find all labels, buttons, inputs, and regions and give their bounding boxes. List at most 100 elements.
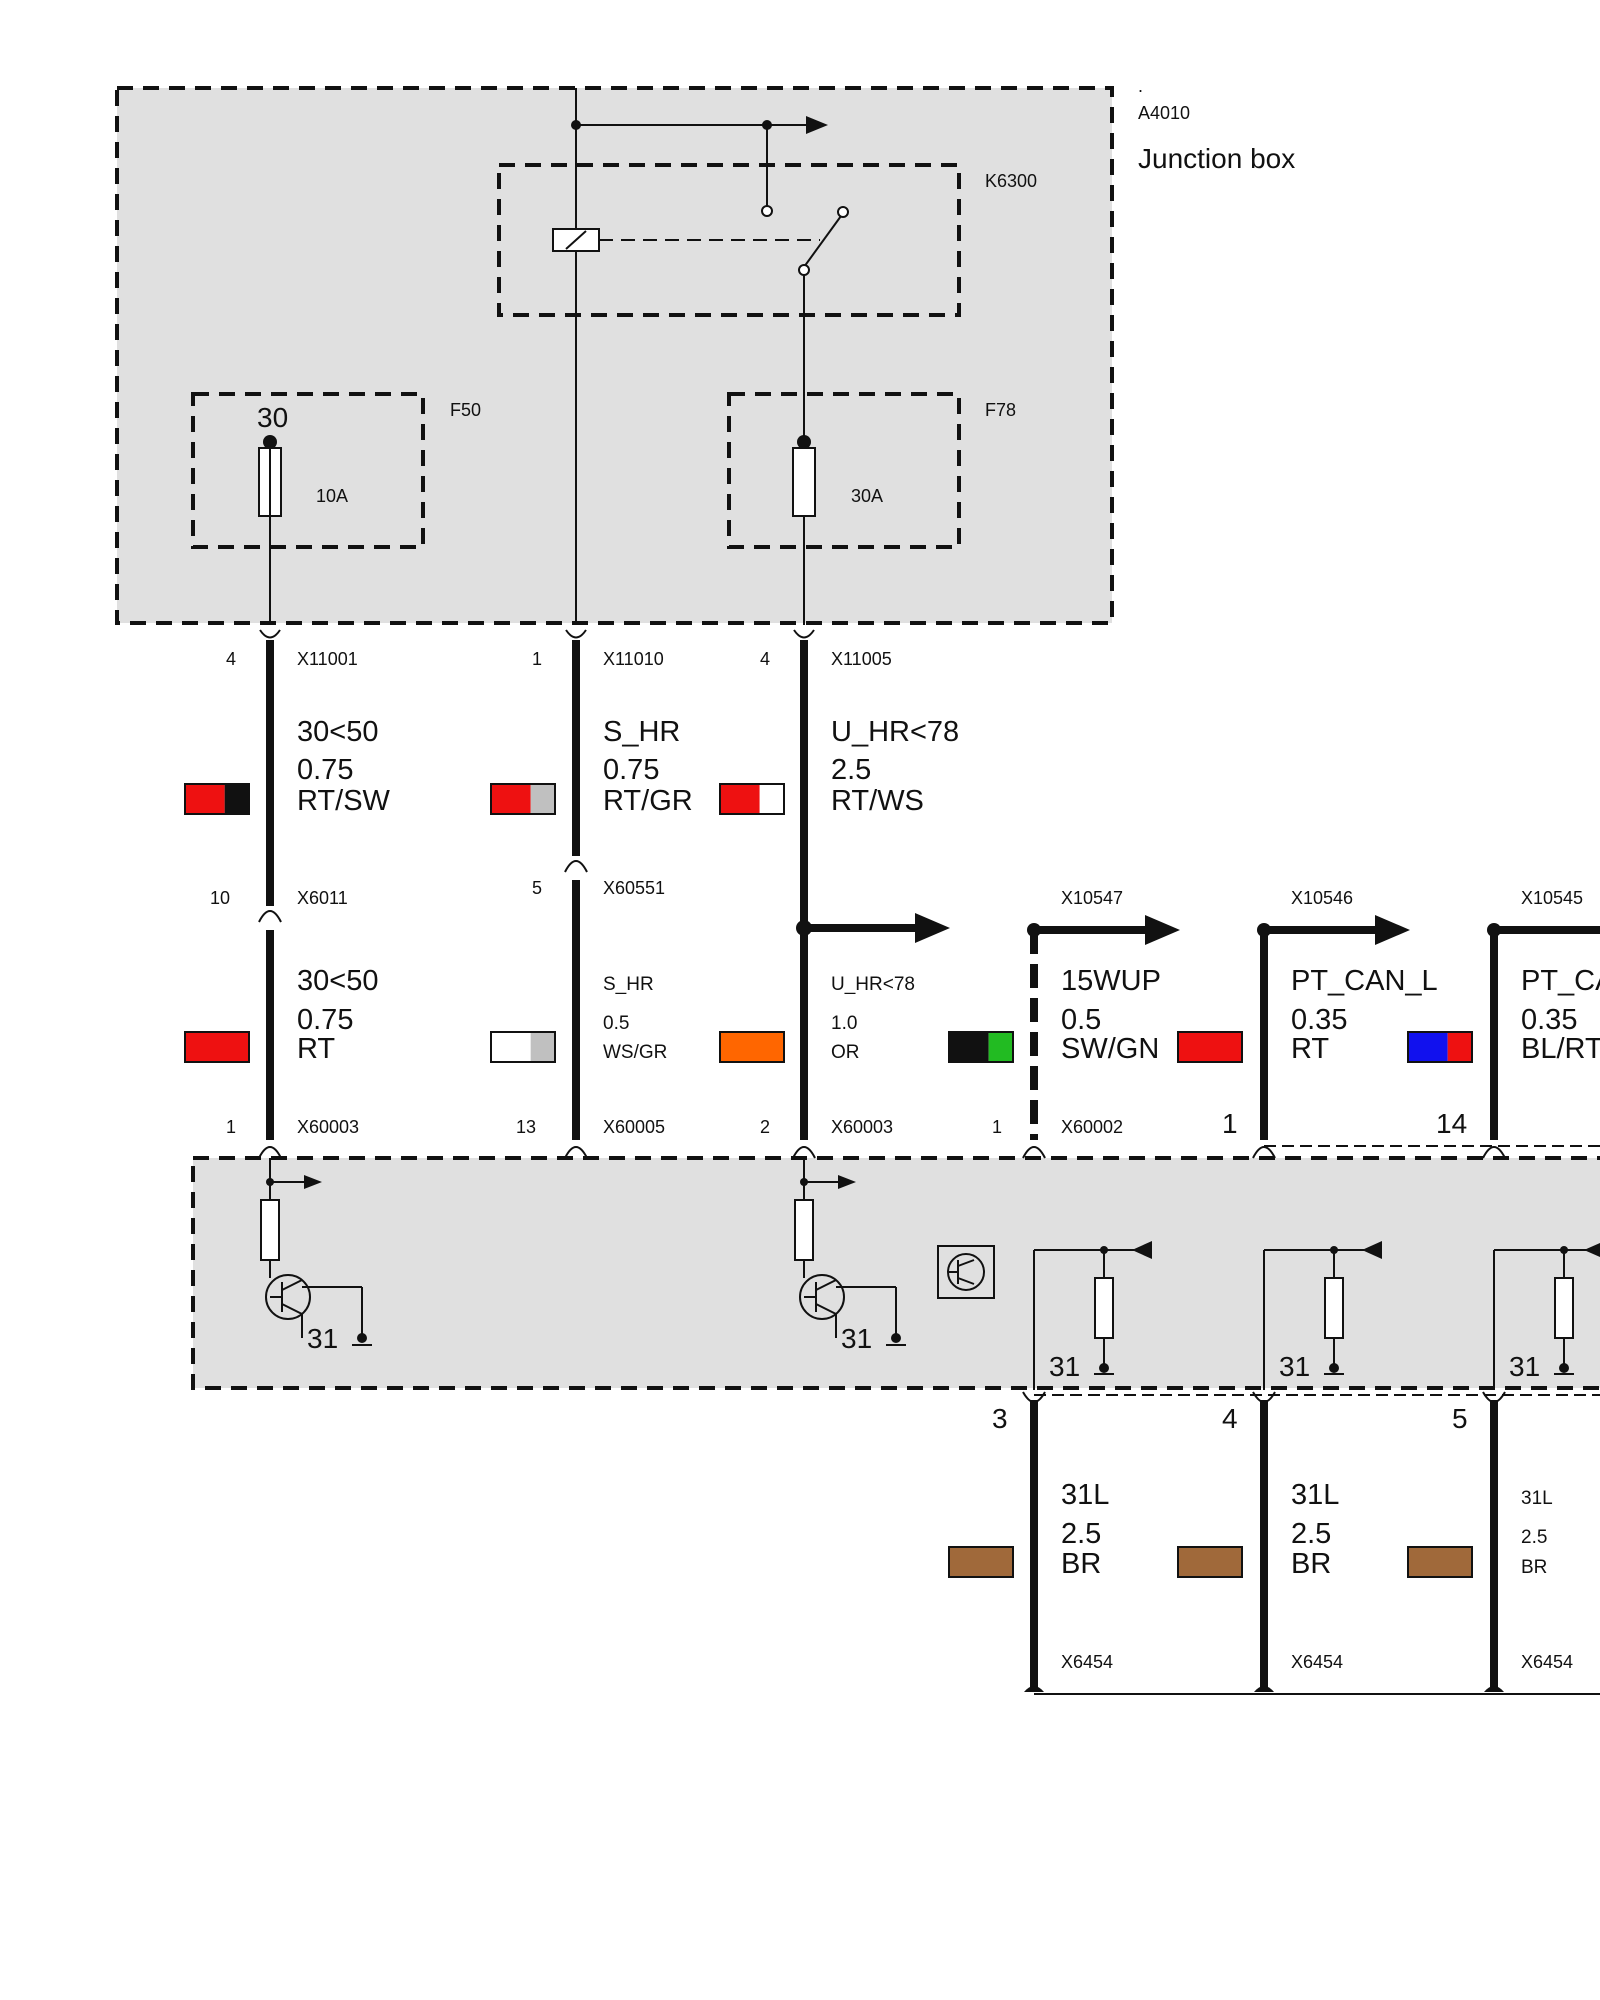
svg-text:2.5: 2.5: [1061, 1518, 1101, 1550]
lower-wire-2: 4 31L 2.5 BR X6454: [1177, 1403, 1343, 1672]
connector-icon: [565, 629, 587, 639]
arrow-right-icon: [1375, 915, 1410, 945]
svg-text:1: 1: [226, 1117, 236, 1137]
svg-text:RT: RT: [1291, 1033, 1329, 1065]
ground-icon: [891, 1333, 901, 1343]
swatch-outline: [490, 1031, 556, 1063]
svg-text:0.35: 0.35: [1291, 1004, 1347, 1036]
fuse-terminal-dot: [797, 435, 811, 449]
swatch-outline: [948, 1546, 1014, 1578]
can-transceiver-icon: [937, 1245, 995, 1299]
transistor-icon: [265, 1274, 311, 1320]
svg-text:31: 31: [1049, 1351, 1080, 1382]
junction-box-id: A4010: [1138, 103, 1190, 123]
swatch-segment: [988, 1032, 1013, 1062]
connector-icon: [564, 1146, 588, 1159]
swatch-outline: [1177, 1031, 1243, 1063]
bus-input-2: 31: [1263, 1241, 1382, 1390]
swatch-outline: [719, 1031, 785, 1063]
color-swatch: [1177, 1031, 1243, 1063]
svg-text:31: 31: [1279, 1351, 1310, 1382]
swatch-segment: [185, 784, 225, 814]
fuse-f50-rating: 10A: [316, 486, 348, 506]
svg-text:U_HR<78: U_HR<78: [831, 974, 915, 995]
svg-text:1: 1: [992, 1117, 1002, 1137]
svg-text:X10545: X10545: [1521, 888, 1583, 908]
svg-text:S_HR: S_HR: [603, 974, 654, 995]
svg-text:RT/GR: RT/GR: [603, 785, 693, 817]
swatch-outline: [1407, 1546, 1473, 1578]
svg-text:31: 31: [841, 1323, 872, 1354]
fuse-f50-id: F50: [450, 400, 481, 420]
relay-id: K6300: [985, 171, 1037, 191]
svg-text:X11001: X11001: [297, 649, 358, 669]
swatch-outline: [490, 783, 556, 815]
switch-contact-icon: [837, 206, 849, 218]
svg-text:SW/GN: SW/GN: [1061, 1033, 1159, 1065]
svg-text:X60003: X60003: [831, 1117, 893, 1137]
svg-text:4: 4: [760, 649, 770, 669]
svg-text:0.75: 0.75: [603, 754, 659, 786]
svg-text:0.75: 0.75: [297, 754, 353, 786]
svg-text:31L: 31L: [1291, 1479, 1339, 1511]
fuse-icon: [792, 447, 816, 517]
svg-text:2.5: 2.5: [1291, 1518, 1331, 1550]
control-module: [191, 1156, 1600, 1390]
connector-icon: [792, 1146, 816, 1159]
swatch-outline: [184, 1031, 250, 1063]
mid-pin: 5: [532, 878, 542, 898]
relay-contact-icon: [761, 205, 773, 217]
fuse-f50-box: [191, 392, 425, 549]
color-swatch: [948, 1031, 1014, 1063]
svg-text:0.5: 0.5: [1061, 1004, 1101, 1036]
swatch-segment: [491, 784, 531, 814]
swatch-segment: [949, 1032, 989, 1062]
mid-pin: 10: [210, 888, 230, 908]
svg-text:OR: OR: [831, 1042, 860, 1063]
svg-text:PT_CAN_L: PT_CAN_L: [1291, 965, 1438, 997]
transistor-icon: [799, 1274, 845, 1320]
bus-input-3: 31: [1493, 1243, 1600, 1390]
svg-text:BR: BR: [1521, 1557, 1547, 1578]
swatch-outline: [1177, 1546, 1243, 1578]
connector-icon: [259, 629, 281, 639]
lower-wire-1: 3 31L 2.5 BR X6454: [948, 1403, 1113, 1672]
arrow-right-icon: [304, 1175, 322, 1189]
switch-blade-icon: [803, 215, 842, 268]
swatch-outline: [184, 783, 250, 815]
swatch-segment: [491, 1032, 531, 1062]
svg-text:X11010: X11010: [603, 649, 664, 669]
mid-wire-4: X10547 15WUP 0.5 SW/GN: [948, 888, 1161, 1065]
color-swatch: [1177, 1546, 1243, 1578]
swatch-segment: [720, 1032, 784, 1062]
svg-text:2.5: 2.5: [1521, 1527, 1547, 1548]
svg-text:0.75: 0.75: [297, 1004, 353, 1036]
svg-text:X11005: X11005: [831, 649, 892, 669]
svg-text:RT/WS: RT/WS: [831, 785, 924, 817]
connector-icon: [258, 910, 282, 923]
fuse-f50-terminal: 30: [257, 402, 288, 433]
ground-icon: [1099, 1363, 1109, 1373]
arrow-left-icon: [1584, 1243, 1600, 1257]
fuse-f78-box: [727, 392, 961, 549]
svg-text:WS/GR: WS/GR: [603, 1042, 667, 1063]
svg-text:31L: 31L: [1061, 1479, 1109, 1511]
swatch-segment: [759, 784, 784, 814]
upper-wire-1: 4 X11001 30<50 0.75 RT/SW: [184, 649, 391, 817]
svg-text:13: 13: [516, 1117, 536, 1137]
upper-wire-3: 4 X11005 U_HR<78 2.5 RT/WS: [719, 649, 959, 817]
arrow-right-icon: [915, 913, 950, 943]
module-pins: 1 X60003 13 X60005 2 X60003 1 X60002 1 1…: [226, 1108, 1467, 1139]
svg-text:X60002: X60002: [1061, 1117, 1123, 1137]
svg-text:U_HR<78: U_HR<78: [831, 716, 959, 748]
switch-pivot-icon: [798, 264, 810, 276]
svg-text:BR: BR: [1291, 1548, 1331, 1580]
svg-text:RT/SW: RT/SW: [297, 785, 391, 817]
svg-text:30<50: 30<50: [297, 716, 378, 748]
bus-input-1: 31: [1033, 1241, 1152, 1390]
ground-icon: [1329, 1363, 1339, 1373]
transistor-driver-2: 31: [794, 1158, 906, 1354]
junction-box-dot: .: [1138, 76, 1143, 96]
svg-text:X6454: X6454: [1521, 1652, 1573, 1672]
svg-text:4: 4: [226, 649, 236, 669]
